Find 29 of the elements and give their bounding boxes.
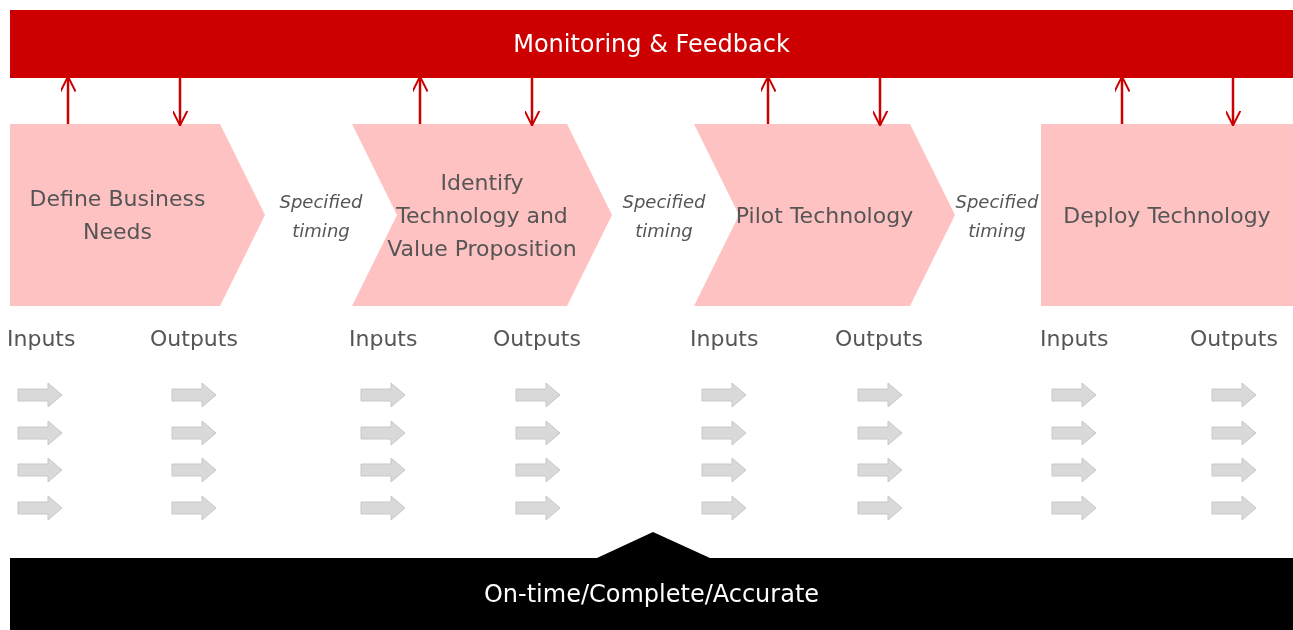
arrow bbox=[171, 78, 189, 127]
column-heading: Inputs bbox=[349, 326, 418, 351]
column-heading: Inputs bbox=[1040, 326, 1109, 351]
arrow bbox=[59, 75, 77, 124]
arrow bbox=[523, 78, 541, 127]
step-label: Pilot Technology bbox=[735, 201, 914, 230]
arrow bbox=[1113, 75, 1131, 124]
arrow bbox=[1224, 78, 1242, 127]
column-heading: Inputs bbox=[690, 326, 759, 351]
arrow bbox=[871, 78, 889, 127]
chevron-shape bbox=[10, 124, 265, 306]
banner-text: Monitoring & Feedback bbox=[513, 29, 790, 60]
process-box bbox=[1041, 124, 1293, 306]
column-heading: Outputs bbox=[150, 326, 238, 351]
banner-bar bbox=[10, 10, 1293, 78]
timing-note: Specified timing bbox=[621, 190, 707, 243]
footer-bar bbox=[10, 532, 1293, 630]
column-heading: Outputs bbox=[835, 326, 923, 351]
arrow bbox=[759, 75, 777, 124]
step-label: Identify Technology and Value Proposition bbox=[386, 168, 578, 263]
column-heading: Inputs bbox=[7, 326, 76, 351]
timing-note: Specified timing bbox=[278, 190, 364, 243]
column-heading: Outputs bbox=[1190, 326, 1278, 351]
arrow bbox=[411, 75, 429, 124]
step-label: Deploy Technology bbox=[1063, 201, 1271, 230]
step-label: Define Business Needs bbox=[28, 185, 207, 246]
timing-note: Specified timing bbox=[954, 190, 1040, 243]
banner-text: On-time/Complete/Accurate bbox=[483, 579, 820, 610]
column-heading: Outputs bbox=[493, 326, 581, 351]
